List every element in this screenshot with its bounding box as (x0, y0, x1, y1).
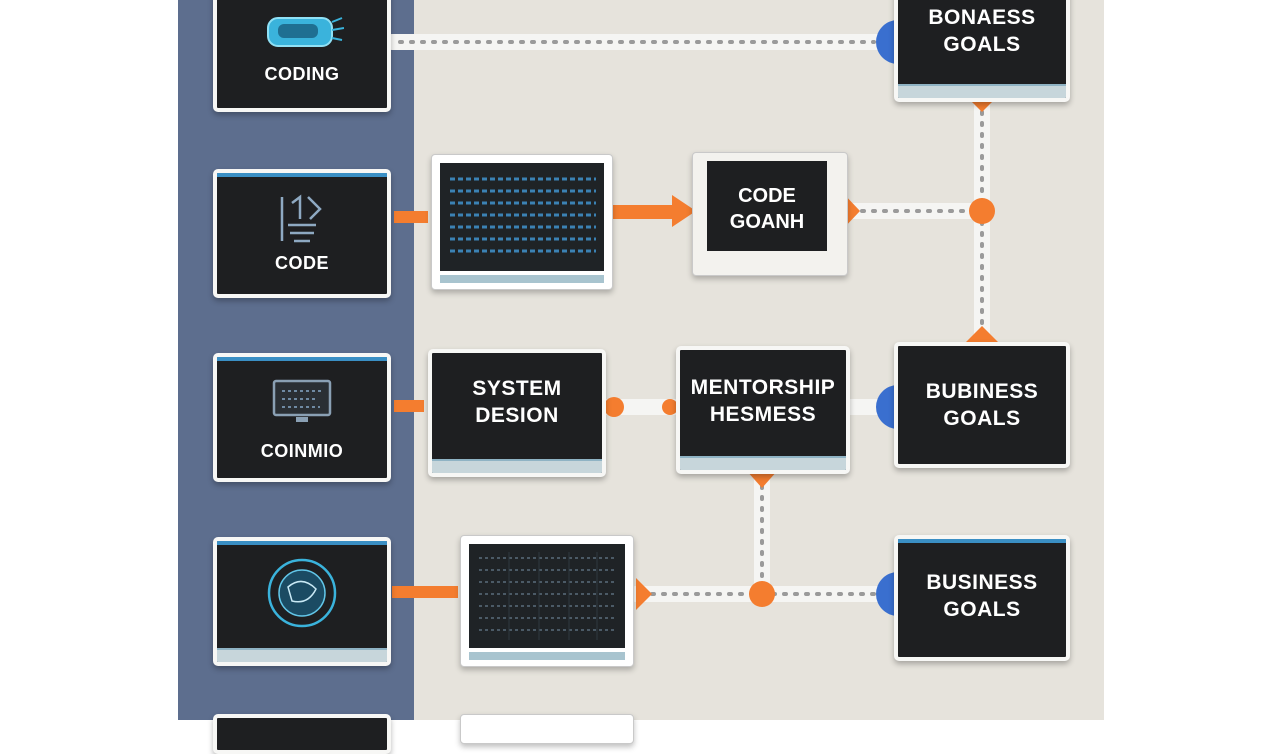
node-code-goanh-line1: CODE (738, 185, 796, 207)
junction-system-design (604, 397, 624, 417)
monitor-icon (272, 379, 332, 422)
left-card-coding-label: CODING (264, 64, 340, 84)
orange-link-monitor-to-code (612, 205, 676, 219)
junction-mentor-left (662, 399, 678, 415)
node-system-design[interactable]: SYSTEM DESION (428, 349, 606, 477)
node-system-design-line2: DESION (475, 404, 559, 427)
node-code-goanh[interactable]: CODE GOANH (692, 152, 848, 276)
monitor-screen-bottom[interactable] (460, 535, 634, 667)
node-mentorship-line2: HESMESS (709, 403, 817, 426)
arrow-up-into-mid-goals (966, 326, 998, 342)
node-business-goals-top[interactable]: BONAESS GOALS (894, 0, 1070, 102)
left-card-code-label: CODE (274, 253, 329, 273)
monitor-screen-partial[interactable] (460, 714, 634, 744)
vr-headset-icon (267, 17, 344, 47)
arrow-down-from-mentorship (746, 470, 778, 488)
node-mentorship[interactable]: MENTORSHIP HESMESS (676, 346, 850, 474)
monitor-screen-top[interactable] (431, 154, 613, 290)
code-glyph-icon (280, 194, 322, 243)
data-grid-graphic (450, 177, 596, 253)
left-card-globe[interactable] (213, 537, 391, 666)
node-system-design-line1: SYSTEM (472, 377, 562, 400)
arrow-into-code-goanh (672, 195, 696, 227)
node-business-goals-top-line2: GOALS (943, 33, 1021, 56)
junction-right-mid (969, 198, 995, 224)
left-card-code[interactable]: CODE (213, 169, 391, 298)
node-code-goanh-line2: GOANH (729, 211, 805, 233)
left-card-coding[interactable]: CODING (213, 0, 391, 112)
left-card-coinmio[interactable]: COINMIO (213, 353, 391, 482)
node-business-goals-bottom[interactable]: BUSINESS GOALS (894, 535, 1070, 661)
node-mentorship-line1: MENTORSHIP (690, 376, 836, 399)
node-business-goals-mid-line1: BUBINESS (925, 380, 1039, 403)
node-business-goals-top-line1: BONAESS (928, 6, 1036, 29)
node-business-goals-mid-line2: GOALS (943, 407, 1021, 430)
node-business-goals-bottom-line2: GOALS (943, 598, 1021, 621)
arrow-out-bottom-screen (636, 578, 652, 610)
globe-icon (267, 558, 337, 628)
blue-endpoint-mid (876, 385, 898, 429)
connector-layer (384, 20, 998, 616)
left-card-partial[interactable] (213, 714, 391, 754)
left-card-coinmio-label: COINMIO (260, 441, 344, 461)
blue-endpoint-top (876, 20, 898, 64)
junction-bottom (749, 581, 775, 607)
orange-link-code (394, 211, 428, 223)
node-business-goals-bottom-line1: BUSINESS (926, 571, 1038, 594)
data-grid-graphic-dark (479, 552, 617, 640)
blue-endpoint-bottom (876, 572, 898, 616)
orange-link-globe (392, 586, 458, 598)
orange-link-coinmio (394, 400, 424, 412)
node-business-goals-mid[interactable]: BUBINESS GOALS (894, 342, 1070, 468)
